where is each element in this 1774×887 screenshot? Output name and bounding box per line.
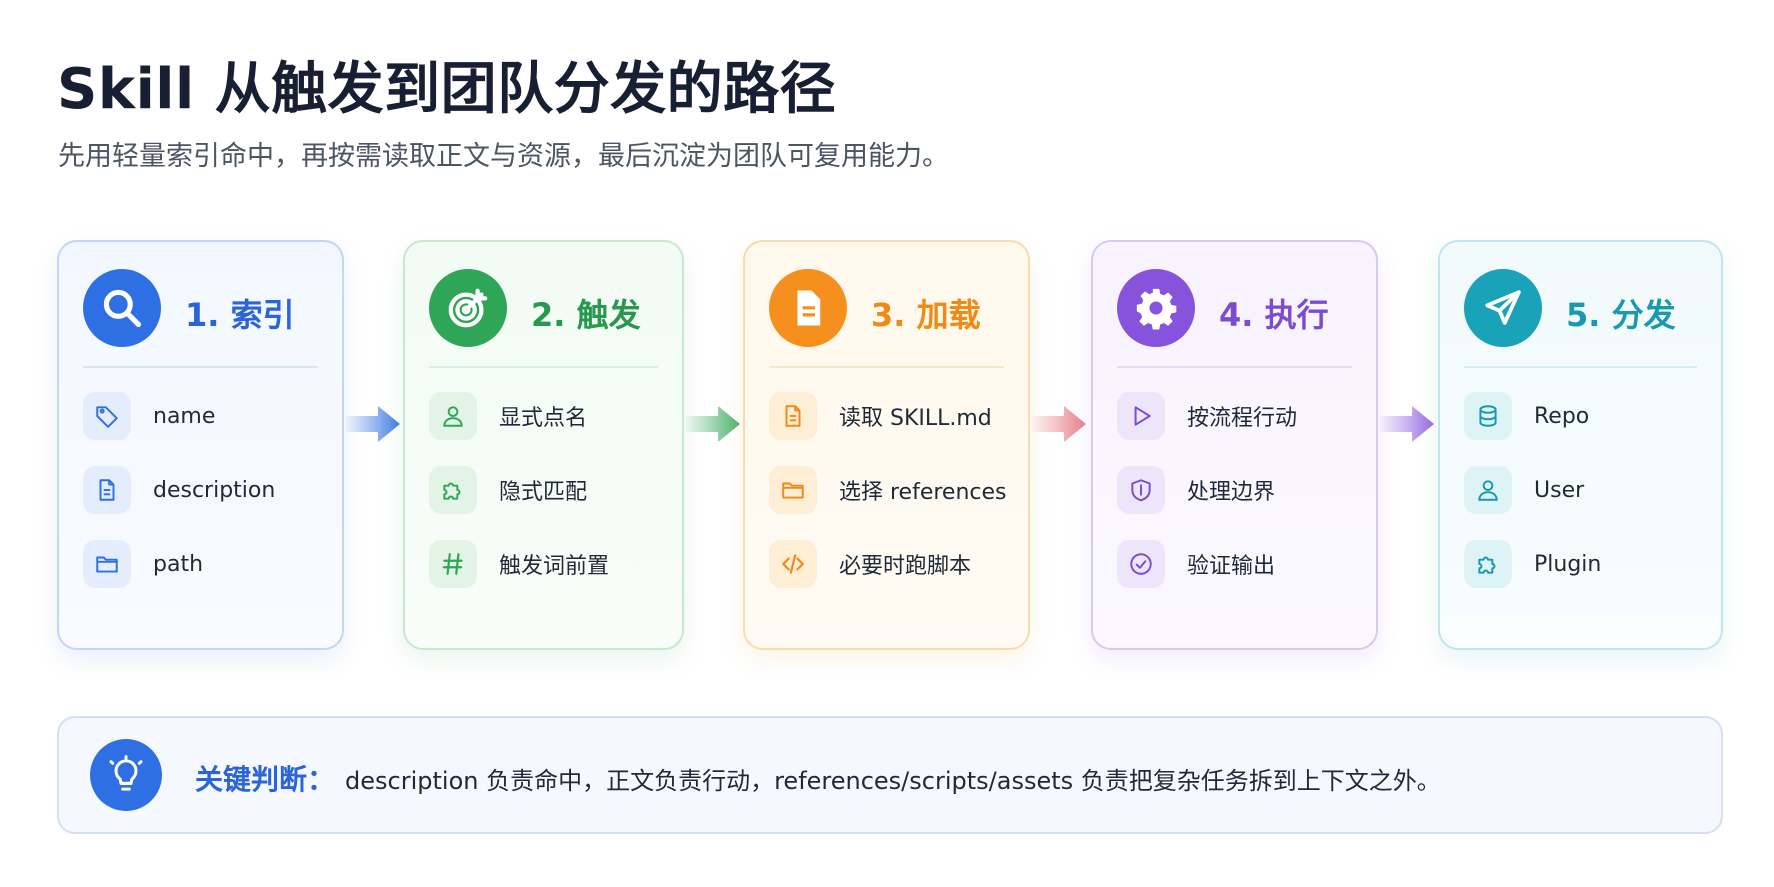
item-label: 选择 references — [839, 480, 1007, 505]
list-item: Plugin — [1464, 540, 1697, 588]
page-subtitle: 先用轻量索引命中，再按需读取正文与资源，最后沉淀为团队可复用能力。 — [58, 141, 949, 172]
list-item: 触发词前置 — [429, 540, 658, 588]
step-card-load: 3. 加载 读取 SKILL.md 选择 references 必要时跑脚本 — [743, 240, 1030, 650]
lightbulb-icon — [90, 739, 162, 811]
divider — [429, 366, 658, 368]
step-item-list: Repo User Plugin — [1464, 392, 1697, 588]
list-item: 必要时跑脚本 — [769, 540, 1004, 588]
callout-body: description 负责命中，正文负责行动，references/scrip… — [345, 767, 1441, 795]
item-label: Repo — [1534, 403, 1590, 429]
target-icon — [429, 269, 507, 347]
step-card-execute: 4. 执行 按流程行动 处理边界 验证输出 — [1091, 240, 1378, 650]
list-item: description — [83, 466, 318, 514]
divider — [1117, 366, 1352, 368]
item-label: 处理边界 — [1187, 480, 1276, 505]
step-item-list: name description path — [83, 392, 318, 588]
arrow-right-icon — [346, 406, 400, 442]
callout-text: 关键判断： description 负责命中，正文负责行动，references/… — [195, 758, 1441, 798]
document-icon — [769, 269, 847, 347]
list-item: path — [83, 540, 318, 588]
step-card-header: 2. 触发 — [429, 242, 658, 358]
step-title: 4. 执行 — [1219, 296, 1329, 334]
item-label: 验证输出 — [1187, 554, 1276, 579]
step-card-index: 1. 索引 name description path — [57, 240, 344, 650]
item-label: path — [153, 551, 204, 577]
user-icon — [1464, 466, 1512, 514]
item-label: 触发词前置 — [499, 554, 610, 579]
send-icon — [1464, 269, 1542, 347]
play-icon — [1117, 392, 1165, 440]
step-title: 3. 加载 — [871, 296, 981, 334]
item-label: 隐式匹配 — [499, 480, 588, 505]
puzzle-icon — [429, 466, 477, 514]
step-item-list: 按流程行动 处理边界 验证输出 — [1117, 392, 1352, 588]
step-card-header: 5. 分发 — [1464, 242, 1697, 358]
step-card-header: 4. 执行 — [1117, 242, 1352, 358]
search-icon — [83, 269, 161, 347]
tag-icon — [83, 392, 131, 440]
item-label: 必要时跑脚本 — [839, 554, 972, 579]
document-icon — [83, 466, 131, 514]
divider — [83, 366, 318, 368]
step-card-header: 3. 加载 — [769, 242, 1004, 358]
step-item-list: 读取 SKILL.md 选择 references 必要时跑脚本 — [769, 392, 1007, 588]
key-insight-callout: 关键判断： description 负责命中，正文负责行动，references/… — [57, 716, 1723, 834]
arrow-right-icon — [1032, 406, 1086, 442]
step-item-list: 显式点名 隐式匹配 触发词前置 — [429, 392, 658, 588]
list-item: User — [1464, 466, 1697, 514]
list-item: Repo — [1464, 392, 1697, 440]
step-card-header: 1. 索引 — [83, 242, 318, 358]
list-item: 显式点名 — [429, 392, 658, 440]
step-title: 5. 分发 — [1566, 296, 1676, 334]
list-item: 验证输出 — [1117, 540, 1352, 588]
arrow-right-icon — [1380, 406, 1434, 442]
list-item: 选择 references — [769, 466, 1007, 514]
item-label: 显式点名 — [499, 406, 588, 431]
folder-icon — [769, 466, 817, 514]
puzzle-icon — [1464, 540, 1512, 588]
code-icon — [769, 540, 817, 588]
list-item: 按流程行动 — [1117, 392, 1352, 440]
step-card-distribute: 5. 分发 Repo User Plugin — [1438, 240, 1723, 650]
item-label: 按流程行动 — [1187, 406, 1298, 431]
gear-icon — [1117, 269, 1195, 347]
item-label: description — [153, 477, 276, 503]
folder-icon — [83, 540, 131, 588]
shield-icon — [1117, 466, 1165, 514]
item-label: Plugin — [1534, 551, 1602, 577]
divider — [769, 366, 1004, 368]
user-icon — [429, 392, 477, 440]
step-title: 2. 触发 — [531, 296, 641, 334]
step-card-trigger: 2. 触发 显式点名 隐式匹配 触发词前置 — [403, 240, 684, 650]
check-circle-icon — [1117, 540, 1165, 588]
list-item: 读取 SKILL.md — [769, 392, 1004, 440]
document-icon — [769, 392, 817, 440]
divider — [1464, 366, 1697, 368]
hash-icon — [429, 540, 477, 588]
item-label: 读取 SKILL.md — [839, 406, 992, 431]
page-title: Skill 从触发到团队分发的路径 — [57, 57, 837, 122]
list-item: 隐式匹配 — [429, 466, 658, 514]
database-icon — [1464, 392, 1512, 440]
list-item: 处理边界 — [1117, 466, 1352, 514]
list-item: name — [83, 392, 318, 440]
item-label: User — [1534, 477, 1585, 503]
arrow-right-icon — [686, 406, 740, 442]
callout-label: 关键判断： — [195, 763, 336, 796]
item-label: name — [153, 403, 216, 429]
step-title: 1. 索引 — [185, 296, 295, 334]
